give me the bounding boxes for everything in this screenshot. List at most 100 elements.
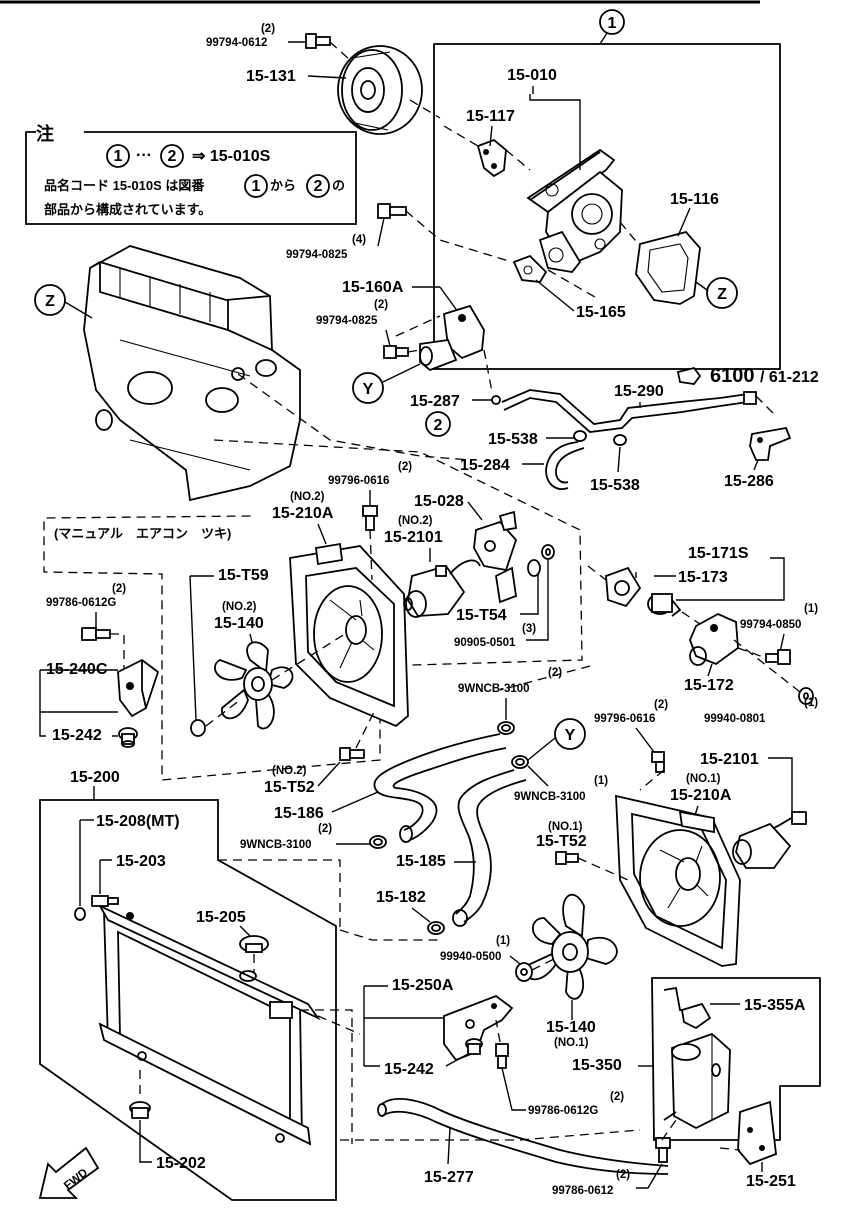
bolt-99786-0612-icon[interactable] <box>655 1137 671 1163</box>
radiator-cap-15-205-icon[interactable] <box>239 935 269 953</box>
part-15-242-a-label: 15-242 <box>52 727 102 744</box>
nut-15-T59-icon[interactable] <box>190 719 206 737</box>
water-pump-icon[interactable] <box>526 148 623 273</box>
fan-shroud-no2-icon[interactable] <box>289 542 409 728</box>
callout-2-icon[interactable] <box>425 411 451 437</box>
bracket-15-T54-icon[interactable] <box>495 566 517 604</box>
part-15-010-label: 15-010 <box>507 67 557 84</box>
qty-99940-0801: (1) <box>804 697 818 709</box>
mount-15-242-a-icon[interactable] <box>118 727 138 748</box>
fan-shroud-no1-icon[interactable] <box>615 794 741 967</box>
part-15-140-b-label: 15-140 <box>546 1019 596 1036</box>
hose-15-355A-icon[interactable] <box>663 986 712 1030</box>
pulley-15-131-icon[interactable] <box>337 45 423 135</box>
hose-15-185-icon[interactable] <box>452 769 527 927</box>
callout-z-engine-icon[interactable] <box>34 284 66 316</box>
part-15-287-label: 15-287 <box>410 393 460 410</box>
part-99796-0616-a-label: 99796-0616 <box>328 475 389 487</box>
drain-plug-15-203-icon[interactable] <box>91 895 119 907</box>
nut-99940-0500-icon[interactable] <box>515 962 533 982</box>
hose-15-277-icon[interactable] <box>377 1097 669 1175</box>
hose-15-284-icon[interactable] <box>545 441 585 490</box>
part-15-210A-a-label: 15-210A <box>272 505 334 522</box>
part-15-200-label: 15-200 <box>70 769 120 786</box>
bolt-99796-0616-a-icon[interactable] <box>362 505 378 531</box>
bracket-15-250A-icon[interactable] <box>443 994 514 1062</box>
clamp-15-538-a-icon[interactable] <box>573 430 587 442</box>
gasket-15-173-icon[interactable] <box>605 566 642 608</box>
thermostat-15-171S-icon[interactable] <box>647 593 682 617</box>
part-15-202-label: 15-202 <box>156 1155 206 1172</box>
part-15-251-label: 15-251 <box>746 1173 796 1190</box>
note-line2-mid: から <box>270 178 296 193</box>
mount-15-242-b-icon[interactable] <box>465 1038 483 1055</box>
part-99796-0616-b-label: 99796-0616 <box>594 713 655 725</box>
part-99794-0825-a-label: 99794-0825 <box>286 249 348 261</box>
clamp-9WNCB-3100-c-icon[interactable] <box>369 835 387 849</box>
plate-15-117-icon[interactable] <box>476 138 507 178</box>
part-9WNCB-3100-b-label: 9WNCB-3100 <box>514 791 586 803</box>
part-15-171S-label: 15-171S <box>688 545 749 562</box>
fan-motor-no1-icon[interactable] <box>732 811 807 869</box>
gasket-15-116-icon[interactable] <box>635 230 701 305</box>
mount-15-202-icon[interactable] <box>129 1101 151 1119</box>
clamp-9WNCB-3100-a-icon[interactable] <box>497 721 515 735</box>
engine-block-icon[interactable] <box>83 245 301 502</box>
qty-99796-0616-a: (2) <box>398 461 412 473</box>
qty-99794-0612-top: (2) <box>261 23 275 35</box>
qty-99794-0825-a: (4) <box>352 234 366 246</box>
qty-99796-0616-b: (2) <box>654 699 668 711</box>
fan-motor-no2-icon[interactable] <box>403 559 481 618</box>
relay-15-028-icon[interactable] <box>473 510 518 572</box>
part-15-172-label: 15-172 <box>684 677 734 694</box>
part-15-284-label: 15-284 <box>460 457 510 474</box>
clamp-15-182-icon[interactable] <box>427 921 445 935</box>
bolt-99794-0850-icon[interactable] <box>765 649 791 665</box>
no2-d-label: (NO.2) <box>272 765 307 777</box>
thermostat-cover-15-172-icon[interactable] <box>689 612 739 666</box>
fan-blade-no1-icon[interactable] <box>524 893 618 1000</box>
bracket-15-240C-icon[interactable] <box>117 658 160 718</box>
callout-y-bottom-icon[interactable] <box>554 718 586 750</box>
callout-z-icon[interactable] <box>706 277 738 309</box>
nut-99940-0801-icon[interactable] <box>798 687 814 705</box>
bolt-99786-0612G-b-icon[interactable] <box>495 1043 509 1069</box>
part-15-173-label: 15-173 <box>678 569 728 586</box>
part-15-185-label: 15-185 <box>396 853 446 870</box>
note-line2-callout-2-label: 2 <box>314 178 323 195</box>
part-9WNCB-3100-c-label: 9WNCB-3100 <box>240 839 312 851</box>
bolt-99794-0612-icon[interactable] <box>305 33 331 49</box>
clamp-15-538-b-icon[interactable] <box>613 434 627 446</box>
bracket-15-286-icon[interactable] <box>749 426 792 461</box>
note-line2: 品名コード 15-010S は図番 <box>44 178 205 193</box>
clamp-9WNCB-3100-b-icon[interactable] <box>511 755 529 769</box>
o-ring-15-287-icon[interactable] <box>491 395 501 405</box>
o-ring-15-208-icon[interactable] <box>74 907 86 921</box>
bolt-15-T52-a-icon[interactable] <box>339 747 365 761</box>
callout-1-icon[interactable] <box>599 9 625 35</box>
part-15-208-label: 15-208(MT) <box>96 813 180 830</box>
pipe-15-290-icon[interactable] <box>501 389 757 433</box>
connector-6100-icon[interactable] <box>676 366 702 385</box>
gasket-15-165-icon[interactable] <box>512 254 548 283</box>
fwd-arrow-icon <box>38 1146 100 1199</box>
part-99786-0612-label: 99786-0612 <box>552 1185 613 1197</box>
callout-1-label: 1 <box>608 15 617 32</box>
part-15-T59-label: 15-T59 <box>218 567 269 584</box>
bolt-99794-0825-b-icon[interactable] <box>383 345 409 359</box>
part-15-165-label: 15-165 <box>576 304 626 321</box>
note-line3: 部品から構成されています。 <box>44 202 211 217</box>
fan-blade-no2-icon[interactable] <box>214 641 294 730</box>
radiator-15-200-icon[interactable] <box>97 903 321 1146</box>
thermostat-housing-15-160A-icon[interactable] <box>419 304 485 372</box>
bolt-99794-0825-a-icon[interactable] <box>377 203 407 219</box>
nut-90905-0501-icon[interactable] <box>527 544 555 577</box>
bolt-99786-0612G-a-icon[interactable] <box>81 627 111 641</box>
bolt-99796-0616-b-icon[interactable] <box>651 751 665 773</box>
hose-15-186-icon[interactable] <box>373 733 507 843</box>
reservoir-tank-15-350-icon[interactable] <box>663 1032 731 1130</box>
callout-y-top-icon[interactable] <box>352 372 384 404</box>
bracket-15-251-icon[interactable] <box>737 1100 777 1166</box>
bolt-15-T52-b-icon[interactable] <box>555 851 579 865</box>
